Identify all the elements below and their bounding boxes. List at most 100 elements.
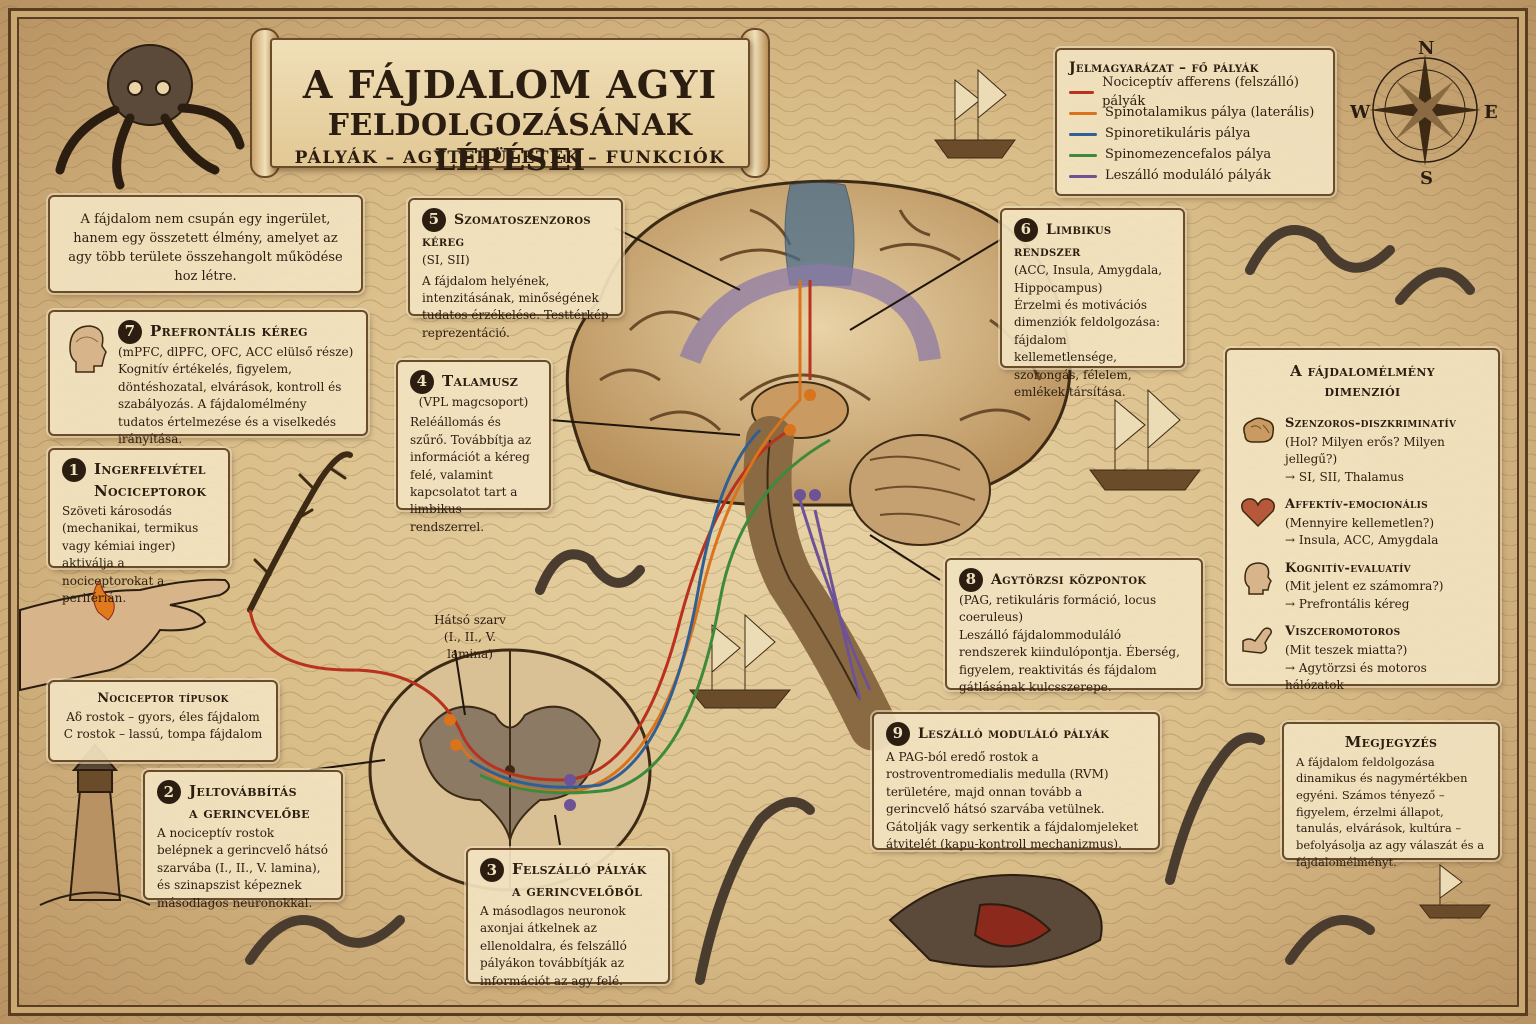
flame-icon	[93, 578, 115, 621]
dimension-q: (Mennyire kellemetlen?)	[1285, 515, 1435, 530]
arm-icon	[1239, 623, 1285, 694]
nociceptor-types-box: Nociceptor típusok Aδ rostok – gyors, él…	[48, 680, 278, 762]
legend-label: Nociceptív afferens (felszálló) pályák	[1102, 74, 1299, 109]
step-7-subtitle: (mPFC, dlPFC, OFC, ACC elülső része)	[118, 345, 354, 359]
ship-icon	[1089, 388, 1201, 491]
title-paper: A FÁJDALOM AGYI FELDOLGOZÁSÁNAK LÉPÉSEI …	[270, 38, 750, 178]
step-1-subtitle: Nociceptorok	[94, 482, 207, 500]
legend-label: Spinomezencefalos pálya	[1105, 147, 1272, 163]
legend-item: Spinotalamikus pálya (laterális)	[1069, 103, 1321, 124]
step-5-text: A fájdalom helyének, intenzitásának, min…	[422, 273, 609, 340]
legend-item: Spinomezencefalos pálya	[1069, 145, 1321, 166]
hand-illustration	[19, 578, 230, 692]
step-2-number: 2	[157, 780, 181, 804]
legend-swatch	[1069, 175, 1097, 179]
step-6-text: Érzelmi és motivációs dimenziók feldolgo…	[1014, 298, 1161, 400]
head-icon	[1239, 560, 1285, 614]
step-2-text: A nociceptív rostok belépnek a gerincvel…	[157, 826, 328, 910]
dimensions-panel: A fájdalomélmény dimenziói Szenzoros-dis…	[1225, 348, 1500, 692]
step-4-title: Talamusz	[442, 372, 519, 390]
brain-icon	[1239, 415, 1285, 486]
step-8-title: Agytörzsi központok	[991, 572, 1147, 588]
step-7-title: Prefrontális kéreg	[150, 322, 308, 340]
brain-illustration	[565, 179, 1072, 751]
legend-panel: Jelmagyarázat – fő pályák Nociceptív aff…	[1055, 48, 1335, 196]
compass-east: E	[1484, 102, 1498, 123]
dimension-text: Szenzoros-diszkriminatív (Hol? Milyen erő…	[1285, 415, 1486, 486]
page-title-line1: A FÁJDALOM AGYI	[302, 62, 718, 107]
step-4-number: 4	[410, 370, 434, 394]
dimension-a: → Agytörzsi és motoros hálózatok	[1285, 660, 1427, 692]
octopus-illustration	[55, 44, 245, 190]
ship-icon	[934, 68, 1016, 159]
legend-swatch	[1069, 91, 1095, 95]
sea-monster-illustration	[888, 874, 1103, 968]
step-4-text: Reléállomás és szűrő. Továbbítja az info…	[410, 415, 532, 534]
step-1-number: 1	[62, 458, 86, 482]
step-1-text: Szöveti károsodás (mechanikai, termikus …	[62, 504, 199, 605]
note-text: A fájdalom feldolgozása dinamikus és nag…	[1296, 754, 1485, 869]
pathway-lines	[248, 280, 872, 795]
step-6-number: 6	[1014, 218, 1038, 242]
step-8-text: Leszálló fájdalommoduláló rendszerek kii…	[959, 627, 1180, 694]
head-profile-icon	[69, 325, 107, 373]
step-1-title: Ingerfelvétel	[94, 460, 206, 478]
dimension-a: → SI, SII, Thalamus	[1285, 469, 1404, 484]
dimension-text: Affektív-emocionális (Mennyire kellemetle…	[1285, 496, 1438, 550]
legend-swatch	[1069, 133, 1097, 137]
step-8-subtitle: (PAG, retikuláris formáció, locus coerul…	[959, 593, 1157, 625]
dimension-q: (Mit teszek miatta?)	[1285, 643, 1408, 658]
heart-icon	[1239, 496, 1285, 550]
step-3-box: 3 Felszálló pályák a gerincvelőből A máso…	[466, 848, 670, 988]
dimension-name: Szenzoros-diszkriminatív	[1285, 416, 1457, 431]
page-subtitle: PÁLYÁK – AGYTERÜLETEK – FUNKCIÓK	[294, 148, 726, 168]
dimensions-list: Szenzoros-diszkriminatív (Hol? Milyen erő…	[1239, 415, 1486, 694]
step-9-number: 9	[886, 722, 910, 746]
legend-item: Nociceptív afferens (felszálló) pályák	[1069, 75, 1321, 109]
legend-label: Leszálló moduláló pályák	[1105, 168, 1271, 184]
dorsal-horn-label: Hátsó szarv (I., II., V. lamina)	[420, 612, 520, 662]
legend-swatch	[1069, 112, 1097, 116]
legend-title: Jelmagyarázat – fő pályák	[1069, 60, 1259, 76]
thorny-branch-illustration	[247, 451, 353, 613]
sea-serpent-illustration	[245, 225, 1475, 985]
step-6-subtitle: (ACC, Insula, Amygdala, Hippocampus)	[1014, 263, 1163, 295]
ship-icon	[688, 613, 792, 709]
dimension-text: Viszceromotoros(Mit teszek miatta?)→ Agy…	[1285, 623, 1486, 694]
dimension-q: (Mit jelent ez számomra?)	[1285, 579, 1444, 594]
dimension-item: Viszceromotoros(Mit teszek miatta?)→ Agy…	[1239, 623, 1486, 694]
ship-icon	[1418, 863, 1492, 919]
dimensions-title: A fájdalomélmény dimenziói	[1290, 362, 1435, 400]
dimension-item: Kognitív-evaluatív (Mit jelent ez számomr…	[1239, 560, 1486, 614]
compass-rose	[1369, 54, 1481, 166]
dimension-item: Affektív-emocionális (Mennyire kellemetle…	[1239, 496, 1486, 550]
dimension-text: Kognitív-evaluatív (Mit jelent ez számomr…	[1285, 560, 1443, 614]
step-7-box: 7 Prefrontális kéreg (mPFC, dlPFC, OFC, A…	[48, 310, 368, 446]
nociceptor-type-c: C rostok – lassú, tompa fájdalom	[63, 727, 263, 742]
step-3-subtitle: a gerincvelőből	[512, 882, 643, 900]
step-5-number: 5	[422, 208, 446, 232]
step-3-title: Felszálló pályák	[512, 860, 647, 878]
callout-arrows	[309, 227, 1001, 846]
step-3-number: 3	[480, 858, 504, 882]
step-3-text: A másodlagos neuronok axonjai átkelnek a…	[480, 904, 627, 988]
dimension-q: (Hol? Milyen erős? Milyen jellegű?)	[1285, 434, 1445, 467]
step-5-subtitle: (SI, SII)	[422, 253, 470, 268]
step-7-number: 7	[118, 320, 142, 344]
dimension-name: Affektív-emocionális	[1285, 497, 1428, 513]
step-1-box: 1 Ingerfelvétel Nociceptorok Szöveti káro…	[48, 448, 230, 605]
dimension-a: → Prefrontális kéreg	[1285, 596, 1410, 611]
legend-swatch	[1069, 154, 1097, 158]
dorsal-horn-label-line1: Hátsó szarv	[434, 613, 506, 627]
intro-text: A fájdalom nem csupán egy ingerület, han…	[68, 212, 343, 284]
legend-item: Spinoretikuláris pálya	[1069, 124, 1321, 145]
dimension-name: Kognitív-evaluatív	[1285, 560, 1411, 576]
title-banner: A FÁJDALOM AGYI FELDOLGOZÁSÁNAK LÉPÉSEI …	[250, 28, 770, 178]
intro-box: A fájdalom nem csupán egy ingerület, han…	[48, 195, 363, 293]
